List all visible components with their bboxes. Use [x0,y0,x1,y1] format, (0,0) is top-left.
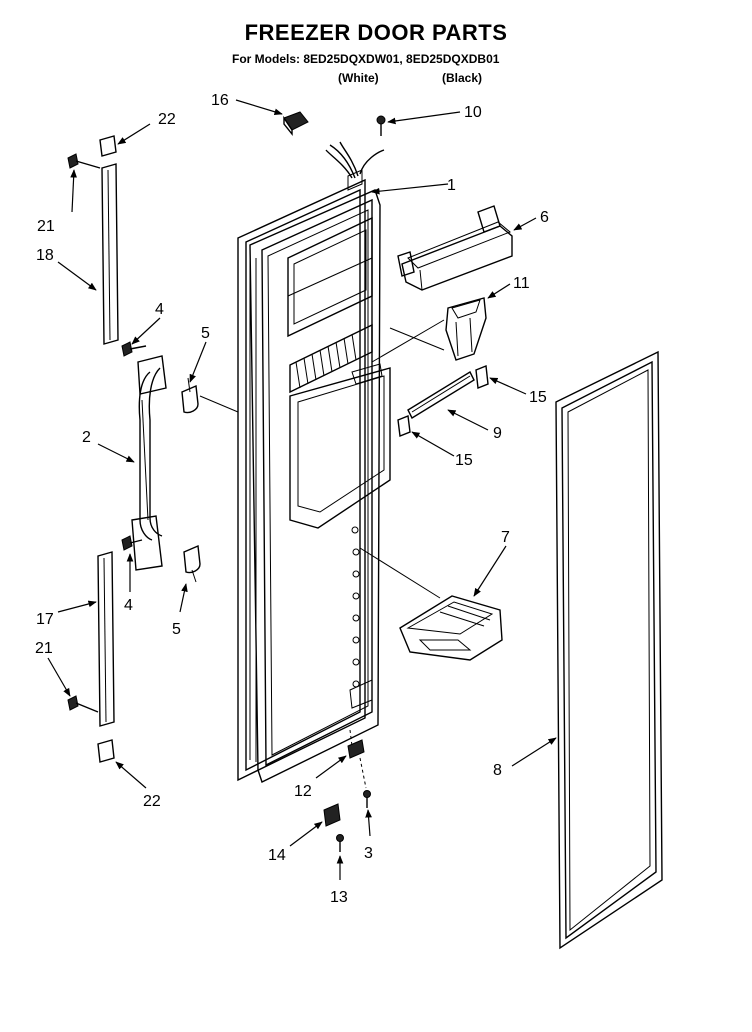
callout-6: 6 [540,209,549,226]
screw-part-10 [376,115,386,136]
callout-16: 16 [211,92,229,109]
end-cap-part-15-upper [475,365,489,389]
ice-chute-part-11 [445,297,487,361]
callout-2: 2 [82,429,91,446]
color-label-black: (Black) [442,71,483,85]
callout-14: 14 [268,847,286,864]
door-shelf-holes [351,526,360,688]
models-line: For Models: 8ED25DQXDW01, 8ED25DQXDB01 [232,52,500,66]
color-label-white: (White) [338,71,379,85]
callout-21-upper: 21 [37,218,55,235]
handle-trim-part-17 [97,551,115,727]
callout-18: 18 [36,247,54,264]
screw-part-21-upper [67,153,101,169]
screw-part-21-lower [67,695,99,713]
callout-9: 9 [493,425,502,442]
callout-21-lower: 21 [35,640,53,657]
callout-17: 17 [36,611,54,628]
screw-part-3 [363,790,371,808]
door-gasket-part-8 [555,350,663,950]
door-shelf-part-6 [397,205,513,291]
connector-part-16 [283,111,309,136]
ice-bin-part-7 [399,595,503,661]
clip-part-5-upper [181,377,199,414]
door-handle-part-2 [131,355,167,571]
callout-22-lower: 22 [143,793,161,810]
wire-harness [325,141,385,179]
callout-8: 8 [493,762,502,779]
callout-12: 12 [294,783,312,800]
trim-strip-part-9 [407,371,475,419]
screw-part-13 [336,834,344,852]
screw-part-4-upper [121,341,147,357]
freezer-door-part-1 [237,169,391,783]
trim-cap-part-22-lower [97,739,115,763]
handle-trim-part-18 [101,163,119,345]
page-title: FREEZER DOOR PARTS [244,20,508,45]
clip-part-5-lower [183,544,201,583]
callout-4-upper: 4 [155,301,164,318]
callout-5-lower: 5 [172,621,181,638]
trim-cap-part-22-upper [99,135,117,157]
callout-7: 7 [501,529,510,546]
callout-13: 13 [330,889,348,906]
hinge-part-14 [323,803,341,827]
hinge-bushing-part-12 [347,739,365,759]
callout-15-lower: 15 [455,452,473,469]
callout-10: 10 [464,104,482,121]
end-cap-part-15-lower [397,415,411,437]
callout-1: 1 [447,177,456,194]
callout-3: 3 [364,845,373,862]
screw-part-4-lower [121,535,143,551]
callout-5-upper: 5 [201,325,210,342]
door-flange-holes [249,258,257,762]
callout-4-lower: 4 [124,597,133,614]
callout-22-upper: 22 [158,111,176,128]
callout-15-upper: 15 [529,389,547,406]
dispenser-grille [289,323,373,394]
callout-11: 11 [513,275,530,292]
